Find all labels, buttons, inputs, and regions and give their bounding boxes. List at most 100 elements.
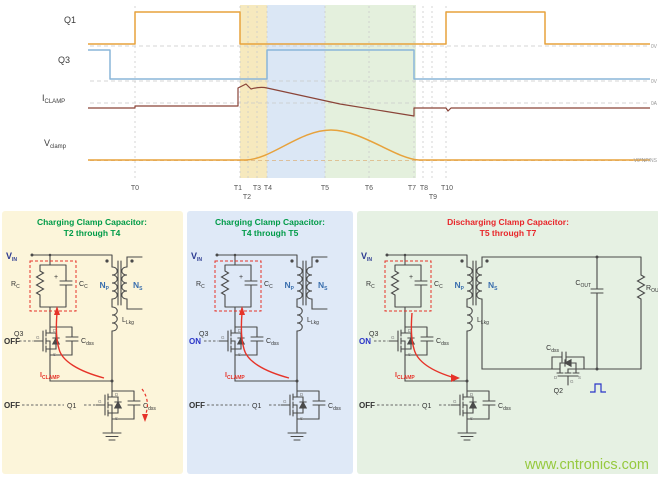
iclamp-arrowhead [54,306,60,315]
q1-label: Q1 [422,403,431,410]
q3-terminal-g: G [221,335,225,340]
band-charging-t2-t4 [240,5,267,178]
q1-state: OFF [359,401,375,410]
mosfet-terminal-labels: D G S D G S D G S [391,328,581,421]
trace-labels: Q1 Q3 ICLAMP Vclamp [42,15,76,150]
iclamp-label: ICLAMP [225,372,245,381]
iclamp-zero-label: 0A [651,101,658,107]
junction-dots [30,253,134,383]
tick-t0: T0 [131,185,139,192]
cc-polarity-plus: + [239,274,243,281]
panel-title: Charging Clamp Capacitor: [37,217,147,227]
q3-trace-label: Q3 [58,55,70,65]
cc-label: CC [79,281,88,290]
circuit [19,253,148,441]
gate-leads [19,340,95,406]
mosfet-terminal-labels: D G S D G S [36,328,119,421]
panel-subtitle: T4 through T5 [242,228,299,238]
clamp-network-box [214,260,262,312]
vin-label: VIN [6,251,17,263]
highlight-bands [240,5,416,178]
waveform-scope: Q1 Q3 ICLAMP Vclamp 0V 0V 0A V0*NP/NS T0… [42,5,658,201]
q2-terminal-g: G [570,379,574,384]
vin-label: VIN [361,251,372,263]
q3-cdss-label: Cdss [266,338,279,347]
gate-leads [204,340,280,406]
q1-cdss-label: Cdss [328,403,341,412]
q3-label: Q3 [199,331,208,338]
iclamp-label: ICLAMP [395,372,415,381]
band-charging-t4-t5 [267,5,325,178]
q1-cdss-label: Cdss [143,403,156,412]
ns-label: NS [488,280,498,292]
iclamp-current-arrow [240,312,290,379]
panel-title: Charging Clamp Capacitor: [215,217,325,227]
circuit-panels-row: Charging Clamp Capacitor: T2 through T4 [0,211,658,474]
vclamp-ref-label: V0*NP/NS [634,158,658,164]
tick-t1: T1 [234,185,242,192]
circuit [204,253,328,441]
cc-label: CC [434,281,443,290]
wires [386,254,642,434]
rc-label: RC [366,281,375,290]
iclamp-current-arrow [55,312,105,379]
q1-terminal-g: G [453,399,457,404]
q3-cdss-label: Cdss [436,338,449,347]
np-label: NP [285,280,295,292]
np-label: NP [100,280,110,292]
q3-terminal-s: S [53,352,56,357]
tick-t3: T3 [253,185,261,192]
circuit-panel-charging-t2-t4: Charging Clamp Capacitor: T2 through T4 [2,211,183,474]
q1-label: Q1 [67,403,76,410]
np-label: NP [455,280,465,292]
q1-cdss-label: Cdss [498,403,511,412]
gate-pulse-icon [590,383,606,393]
q3-label: Q3 [14,331,23,338]
watermark: www.cntronics.com [524,457,649,473]
panel-background [2,211,183,474]
q1-state: OFF [4,401,20,410]
tick-t6: T6 [365,185,373,192]
band-discharging-t5-t7 [325,5,416,178]
q2-label: Q2 [554,388,563,395]
iclamp-current-arrow [410,312,456,379]
right-edge-labels: 0V 0V 0A V0*NP/NS [634,44,658,164]
q3-terminal-d: D [408,328,412,333]
llkg-label: LLkg [307,317,319,326]
panel-background [187,211,353,474]
time-axis-labels: T0 T1 T2 T3 T4 T5 T6 T7 T8 T9 T10 [131,185,453,201]
vclamp-waveform [88,129,650,161]
q1-terminal-s: S [115,416,118,421]
circuit-panel-charging-t4-t5: Charging Clamp Capacitor: T4 through T5 [187,211,353,474]
q3-label: Q3 [369,331,378,338]
q3-zero-label: 0V [651,79,658,85]
tick-t9: T9 [429,194,437,201]
tick-t10: T10 [441,185,453,192]
vin-label: VIN [191,251,202,263]
tick-t7: T7 [408,185,416,192]
panel-subtitle: T2 through T4 [64,228,121,238]
mosfet-terminal-labels: D G S D G S [221,328,304,421]
q3-terminal-s: S [238,352,241,357]
cc-polarity-plus: + [409,274,413,281]
time-gridlines [134,6,447,178]
q2-terminal-d: D [554,375,558,380]
q1-trace-label: Q1 [64,15,76,25]
q1-terminal-g: G [283,399,287,404]
iclamp-waveform [88,83,650,117]
q3-waveform [88,49,650,80]
watermark-text: www.cntronics.com [524,457,649,473]
iclamp-label: ICLAMP [40,372,60,381]
rc-label: RC [11,281,20,290]
q1-waveform [88,11,650,45]
q3-state: ON [359,337,371,346]
panel-subtitle: T5 through T7 [480,228,537,238]
q3-state: ON [189,337,201,346]
panel-title: Discharging Clamp Capacitor: [447,217,569,227]
q3-terminal-d: D [53,328,57,333]
junction-dots [385,253,599,383]
q3-cdss-label: Cdss [81,338,94,347]
llkg-label: LLkg [477,317,489,326]
q1-terminal-d: D [115,392,119,397]
iclamp-arrowhead [239,306,245,315]
